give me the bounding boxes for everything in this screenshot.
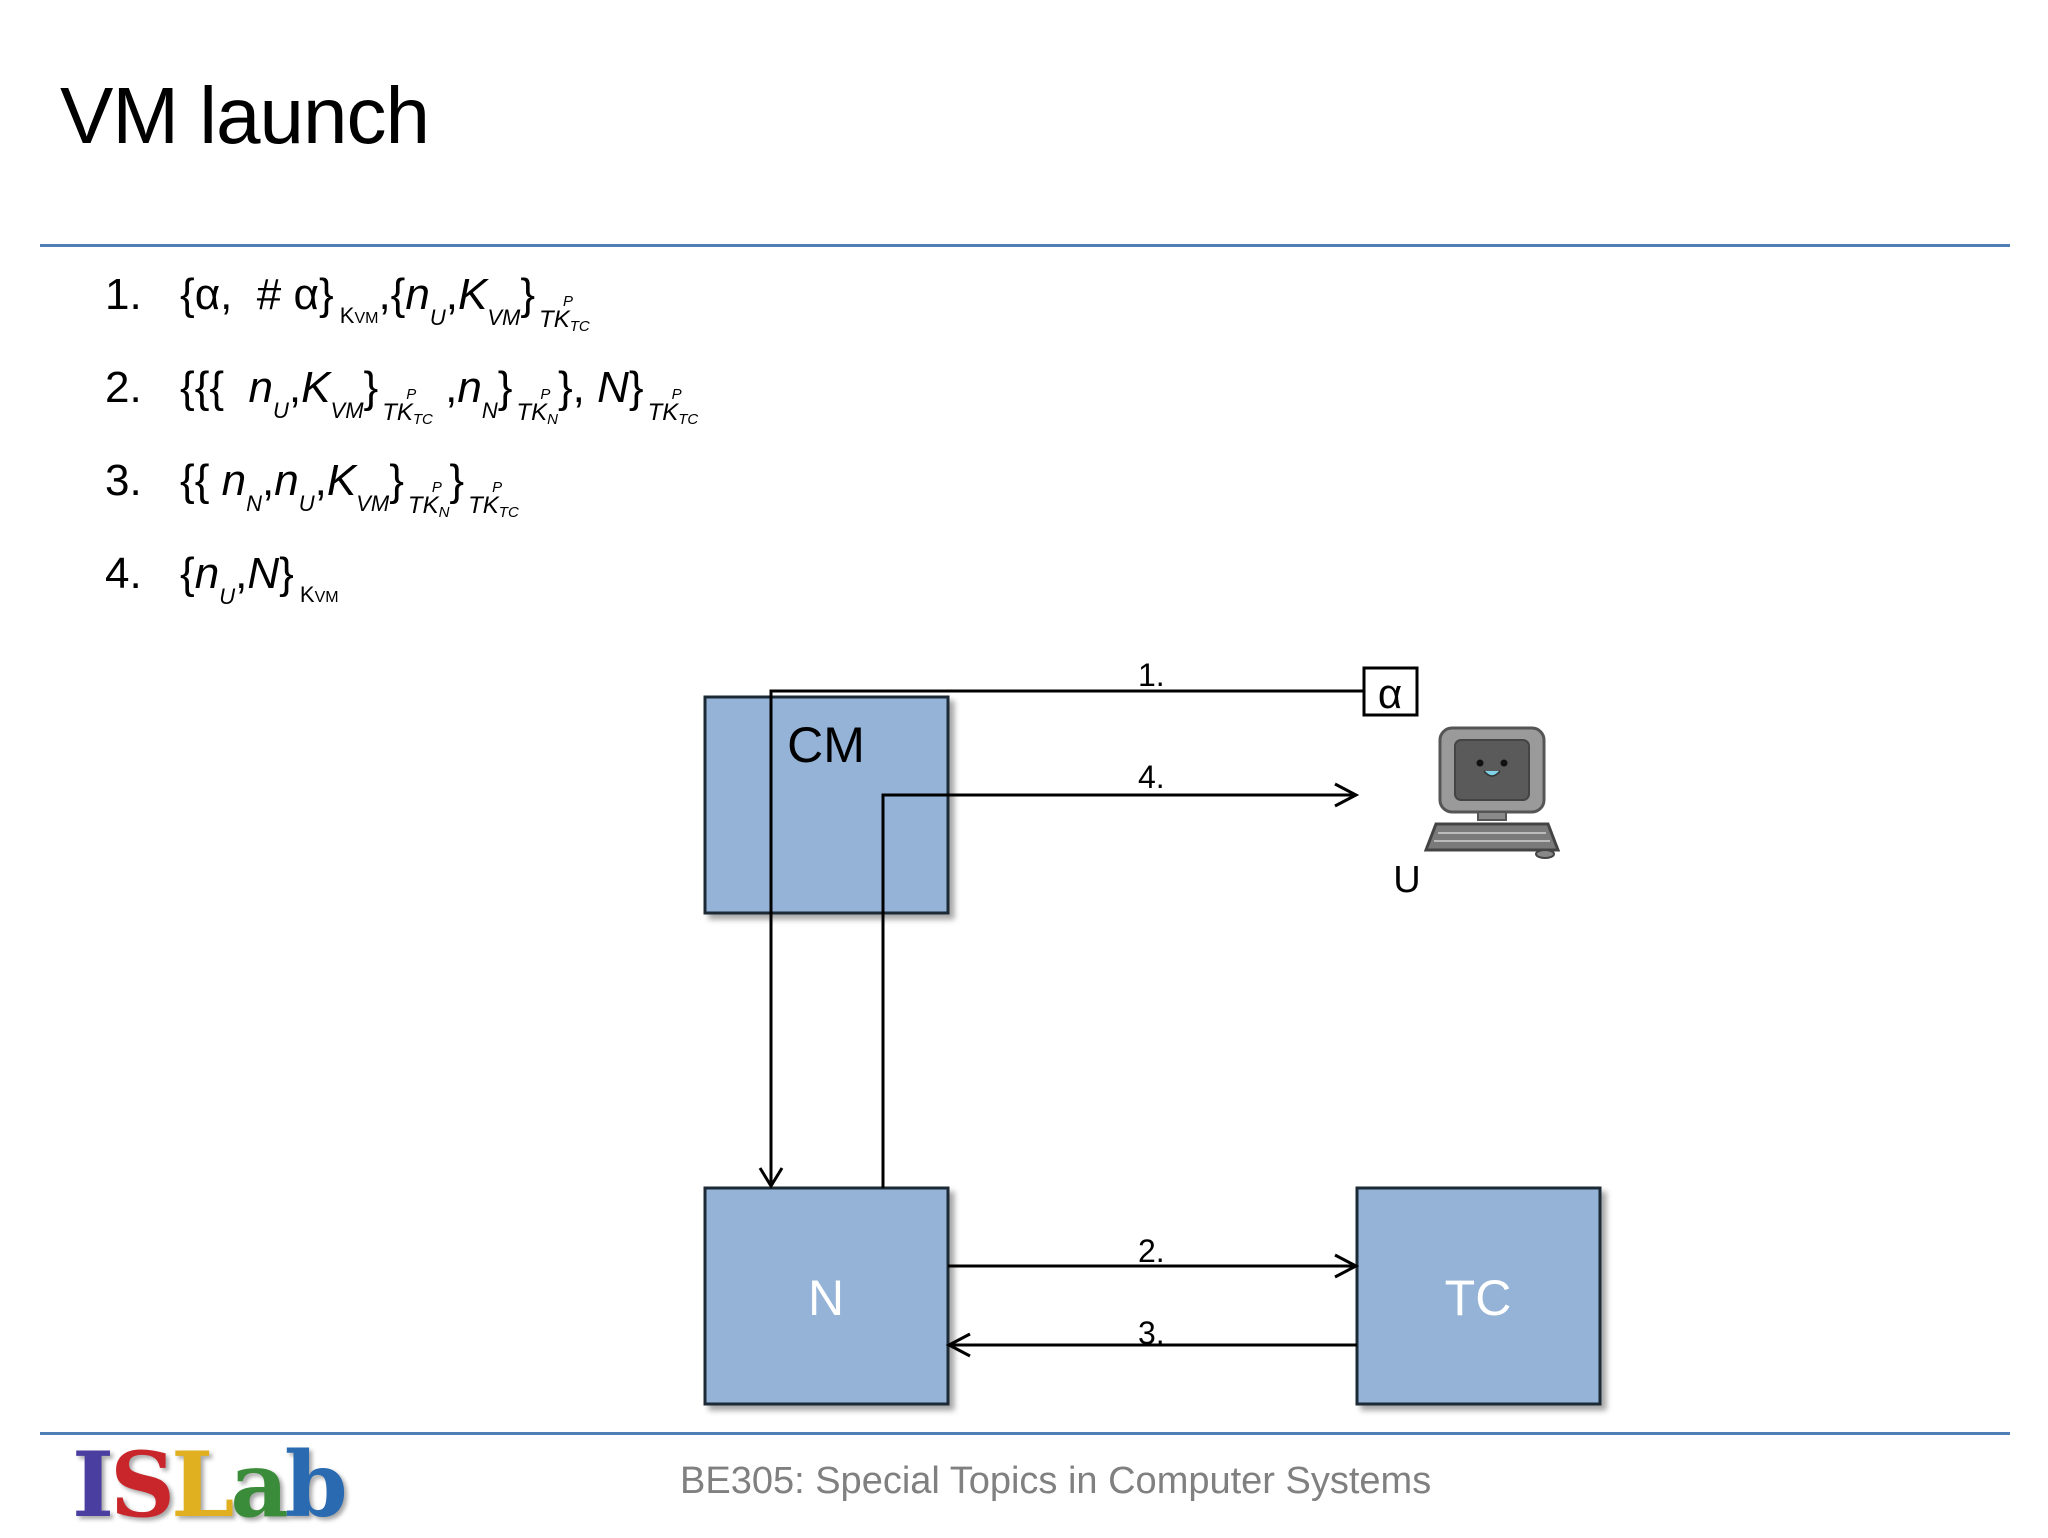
node-box-cm [703,695,950,915]
alpha-box [1362,666,1419,717]
step-number: 4. [105,549,142,598]
node-label-tc: TC [1445,1270,1512,1326]
arrow-4-head [1334,782,1360,808]
arrow-label-3: 3. [1138,1315,1165,1351]
arrow-1-head [758,1167,784,1189]
node-label-cm: CM [787,717,865,773]
step-number: 1. [105,270,142,319]
protocol-step-4: 4. {nU,N} KVM [105,549,698,642]
footer-divider [40,1432,2010,1435]
node-label-n: N [808,1270,844,1326]
node-box-tc [1355,1186,1602,1406]
arrow-2-head [1334,1253,1360,1279]
arrow-label-2: 2. [1138,1233,1165,1269]
step-number: 3. [105,456,142,505]
step-number: 2. [105,363,142,412]
node-box-n [703,1186,950,1406]
islab-logo: ISLab [72,1432,348,1538]
arrow-1 [769,689,1365,1185]
footer-course-title: BE305: Special Topics in Computer System… [680,1460,1432,1502]
title-divider [40,244,2010,247]
arrow-label-1: 1. [1138,657,1165,693]
arrow-label-4: 4. [1138,759,1165,795]
alpha-symbol: α [1378,670,1402,717]
arrow-4 [881,793,1355,1188]
arrow-3-head [945,1332,971,1358]
computer-icon [1423,726,1561,859]
node-label-u: U [1393,859,1420,901]
slide-title: VM launch [60,71,430,160]
step-formula: {nU,N} KVM [180,549,339,609]
